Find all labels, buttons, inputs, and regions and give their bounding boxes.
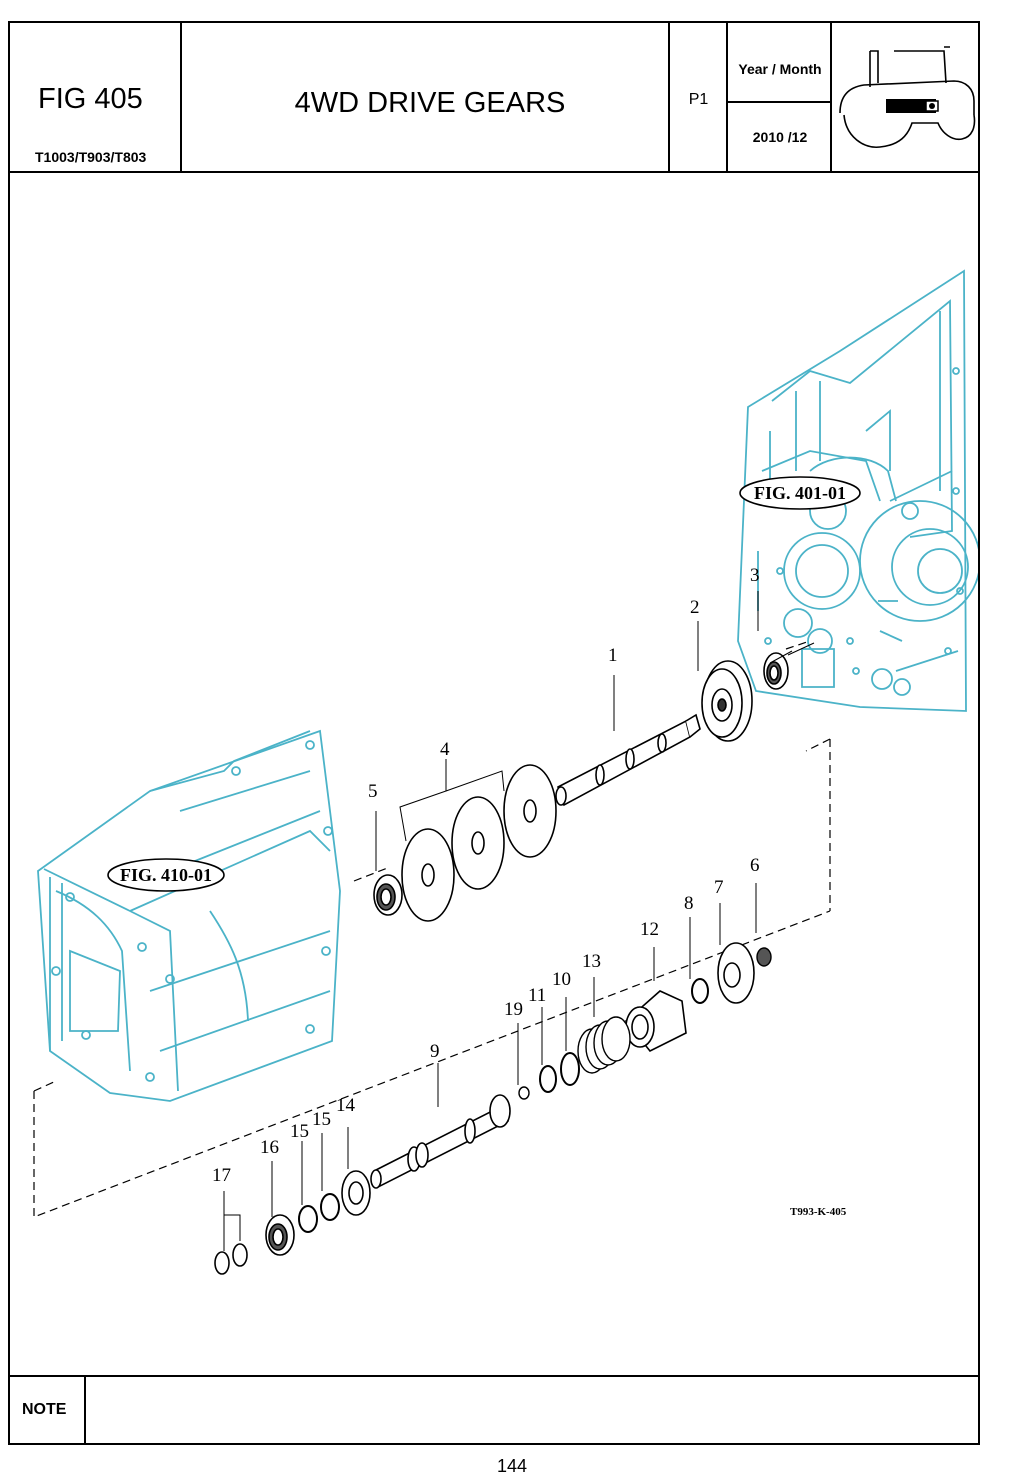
part-number: 13 (582, 951, 601, 972)
year-month-value: 2010 /12 (752, 129, 808, 145)
part-shims (401, 764, 557, 922)
page-code: P1 (688, 91, 709, 108)
part-number-labels: 1 2 3 4 5 6 7 8 9 10 11 12 13 14 15 15 1… (212, 565, 760, 1186)
part-number: 10 (552, 969, 571, 990)
part-number: 6 (750, 855, 760, 876)
page-frame: FIG 405 T1003/T903/T803 4WD DRIVE GEARS … (8, 21, 980, 1445)
callout-rear-reference: FIG. 401-01 (739, 476, 861, 510)
part-number: 15 (290, 1121, 309, 1142)
svg-text:FIG. 410-01: FIG. 410-01 (120, 865, 212, 885)
part-seal-rings (214, 1243, 248, 1275)
header-divider (726, 23, 728, 171)
year-month-label: Year / Month (738, 61, 822, 77)
part-number: 3 (750, 565, 760, 586)
part-output-shaft (370, 1094, 511, 1189)
note-section: NOTE (10, 1375, 978, 1445)
part-number: 17 (212, 1165, 231, 1186)
part-number: 1 (608, 645, 618, 666)
part-number: 5 (368, 781, 378, 802)
part-bearing-rear (763, 652, 789, 690)
part-number: 2 (690, 597, 700, 618)
part-shaft (555, 713, 701, 807)
model-list: T1003/T903/T803 (35, 149, 147, 165)
part-number: 19 (504, 999, 523, 1020)
part-number: 8 (684, 893, 694, 914)
note-label: NOTE (22, 1401, 67, 1418)
part-circlips (298, 1193, 340, 1233)
part-washer (341, 1170, 371, 1216)
part-spring (577, 1016, 631, 1074)
header-divider (830, 23, 832, 171)
part-bearing-front (373, 874, 403, 916)
part-sleeve (624, 990, 687, 1053)
tractor-icon (839, 46, 976, 148)
front-housing-illustration (37, 729, 341, 1102)
part-gear-disc (701, 660, 753, 742)
header-divider (668, 23, 670, 171)
part-bearing-output (265, 1214, 295, 1256)
drawing-code: T993-K-405 (790, 1206, 847, 1218)
page-title: 4WD DRIVE GEARS (294, 87, 566, 119)
callout-front-reference: FIG. 410-01 (107, 858, 225, 892)
part-number: 16 (260, 1137, 279, 1158)
part-number: 14 (336, 1095, 356, 1116)
header: FIG 405 T1003/T903/T803 4WD DRIVE GEARS … (10, 23, 978, 173)
exploded-parts-diagram: FIG. 401-01 FIG. 410-01 T993-K-405 1 2 3… (33, 269, 978, 1275)
figure-number: FIG 405 (38, 83, 143, 115)
year-month-divider (728, 101, 832, 103)
part-nut (756, 947, 772, 967)
svg-text:FIG. 401-01: FIG. 401-01 (754, 483, 846, 503)
leader-lines (223, 591, 815, 1251)
part-number: 15 (312, 1109, 331, 1130)
part-number: 7 (714, 877, 724, 898)
part-number: 11 (528, 985, 546, 1006)
header-divider (180, 23, 182, 171)
part-coupler (717, 942, 755, 1004)
part-o-rings (539, 1052, 580, 1093)
part-number: 12 (640, 919, 659, 940)
part-snap-ring (691, 978, 709, 1004)
part-number: 4 (440, 739, 450, 760)
page-number: 144 (496, 1456, 528, 1476)
part-pin (518, 1086, 530, 1100)
note-divider (84, 1377, 86, 1445)
part-number: 9 (430, 1041, 440, 1062)
